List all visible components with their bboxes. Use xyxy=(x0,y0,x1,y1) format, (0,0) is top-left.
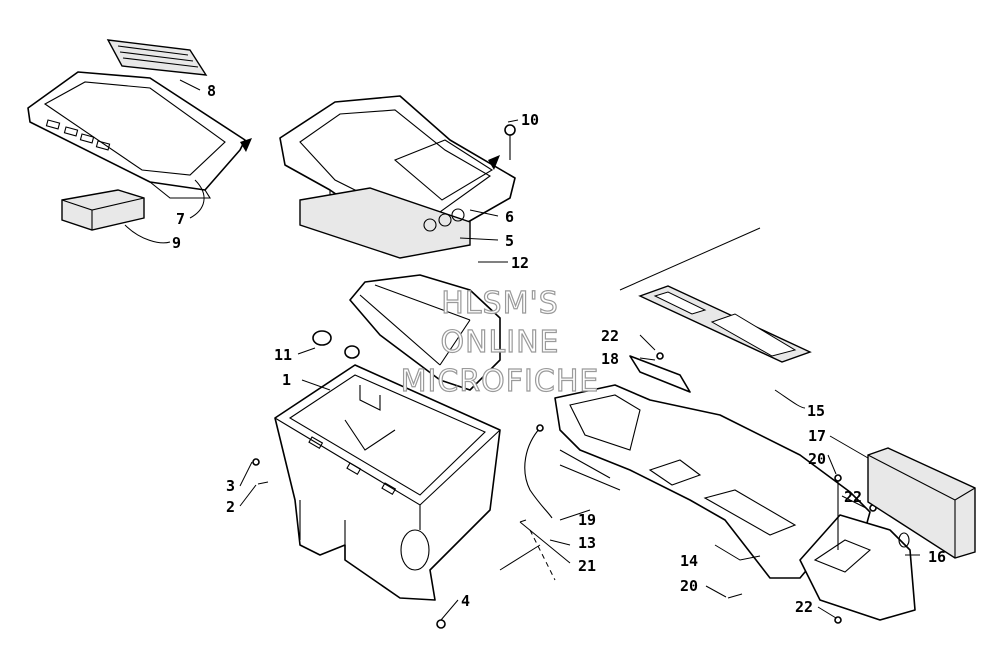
watermark: HLSM'S ONLINE MICROFICHE xyxy=(400,285,600,399)
callout-16: 16 xyxy=(928,548,946,566)
part-9-foam-pad xyxy=(61,189,145,231)
fastener-screws-left xyxy=(252,458,446,629)
part-18-bracket xyxy=(629,352,691,393)
part-11-grommet xyxy=(312,330,360,359)
part-15-gasket xyxy=(638,285,812,363)
callout-5: 5 xyxy=(505,232,514,250)
callout-22-bottom: 22 xyxy=(795,598,813,616)
callout-17: 17 xyxy=(808,427,826,445)
callout-11: 11 xyxy=(274,346,292,364)
alignment-line xyxy=(499,227,761,571)
part-16-end-bracket xyxy=(799,504,916,621)
callout-8: 8 xyxy=(207,82,216,100)
watermark-line-2: ONLINE xyxy=(440,325,559,360)
callout-22-mid: 22 xyxy=(844,488,862,506)
callout-4: 4 xyxy=(461,592,470,610)
callout-9: 9 xyxy=(172,234,181,252)
callout-10: 10 xyxy=(521,111,539,129)
callout-3: 3 xyxy=(226,477,235,495)
callout-19: 19 xyxy=(578,511,596,529)
watermark-line-3: MICROFICHE xyxy=(401,364,600,399)
callout-18: 18 xyxy=(601,350,619,368)
part-7-dash-panel xyxy=(27,71,252,199)
part-13-cable xyxy=(519,424,556,581)
part-10-fastener xyxy=(504,124,516,160)
callout-13: 13 xyxy=(578,534,596,552)
callout-22-top: 22 xyxy=(601,327,619,345)
callout-1: 1 xyxy=(282,371,291,389)
watermark-line-1: HLSM'S xyxy=(441,286,559,321)
callout-15: 15 xyxy=(807,402,825,420)
callout-7: 7 xyxy=(176,210,185,228)
part-8-decal xyxy=(106,39,208,76)
part-1-storage-box xyxy=(274,364,501,601)
callout-20-bottom: 20 xyxy=(680,577,698,595)
callout-6: 6 xyxy=(505,208,514,226)
callout-21: 21 xyxy=(578,557,596,575)
callout-2: 2 xyxy=(226,498,235,516)
callout-20-top: 20 xyxy=(808,450,826,468)
callout-12: 12 xyxy=(511,254,529,272)
part-17-foam-block xyxy=(867,447,976,559)
part-5-foam-plate xyxy=(299,187,471,259)
fastener-screws-right xyxy=(727,474,842,624)
callout-labels: 8 7 9 10 6 5 12 11 1 3 2 4 13 19 21 22 1… xyxy=(172,82,946,616)
callout-14: 14 xyxy=(680,552,698,570)
part-12-lid xyxy=(349,274,501,391)
leader-lines xyxy=(124,79,920,621)
